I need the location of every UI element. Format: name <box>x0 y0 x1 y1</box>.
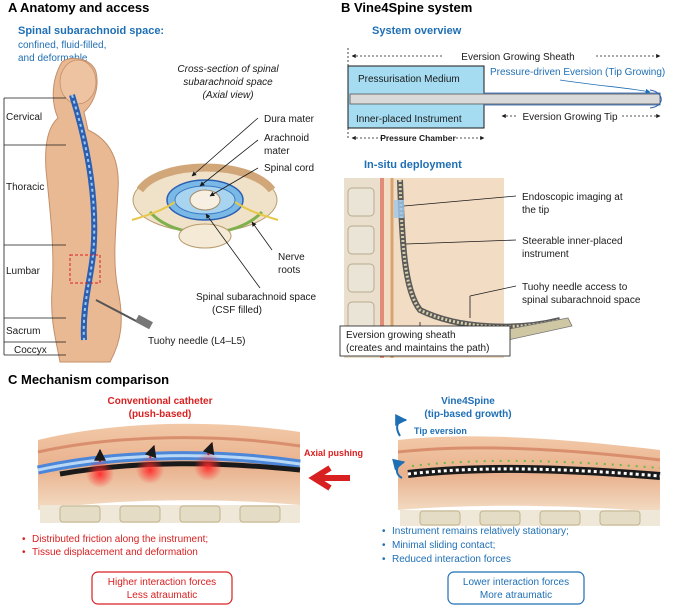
dura-label: Dura mater <box>264 114 315 125</box>
instrument-label: Inner-placed Instrument <box>356 114 462 125</box>
conv-bullet-2: Tissue displacement and deformation <box>32 547 198 558</box>
axial-push-arrow <box>308 465 350 491</box>
vine-heading-2: (tip-based growth) <box>424 409 511 420</box>
conventional-illustration <box>37 423 301 523</box>
region-labels: Cervical Thoracic Lumbar Sacrum Coccyx <box>3 97 66 356</box>
overview-heading: System overview <box>372 25 462 37</box>
sas-label-1: Spinal subarachnoid space <box>196 292 317 303</box>
needle-label: Tuohy needle (L4–L5) <box>148 336 245 347</box>
svg-text:•: • <box>382 540 386 551</box>
eversion-label: Pressure-driven Eversion (Tip Growing) <box>490 67 665 78</box>
chamber-label: Pressure Chamber <box>380 133 456 143</box>
conv-heading-1: Conventional catheter <box>107 396 212 407</box>
conv-heading-2: (push-based) <box>129 409 192 420</box>
conv-box-2: Less atraumatic <box>127 590 198 601</box>
space-desc-2: and deformable <box>18 53 88 64</box>
nerve-label-1: Nerve <box>278 252 305 263</box>
cross-section-leaders <box>191 117 273 289</box>
tuohy-needle-illustration <box>95 299 153 330</box>
cross-section-illustration <box>131 163 279 249</box>
arachnoid-label-2: mater <box>264 146 290 157</box>
steer-label-2: instrument <box>522 249 569 260</box>
lumbar-highlight <box>69 254 101 284</box>
xsec-title-3: (Axial view) <box>202 90 253 101</box>
panel-c-title: C Mechanism comparison <box>8 372 169 387</box>
space-heading: Spinal subarachnoid space: <box>18 25 164 37</box>
vine-summary-box <box>447 571 585 605</box>
sheath-label: Eversion Growing Sheath <box>461 52 574 63</box>
tuohy-label-2: spinal subarachnoid space <box>522 295 641 306</box>
sheath-callout-box <box>339 325 511 357</box>
tip-label: Eversion Growing Tip <box>522 112 617 123</box>
xsec-title-1: Cross-section of spinal <box>177 64 279 75</box>
vine-box-2: More atraumatic <box>480 590 552 601</box>
vine-heading-1: Vine4Spine <box>441 396 495 407</box>
svg-text:•: • <box>382 526 386 537</box>
arachnoid-label-1: Arachnoid <box>264 133 309 144</box>
pressure-chamber <box>347 65 662 129</box>
svg-text:•: • <box>22 534 26 545</box>
space-desc-1: confined, fluid-filled, <box>18 40 106 51</box>
vine-bullet-1: Instrument remains relatively stationary… <box>392 526 569 537</box>
conv-box-1: Higher interaction forces <box>108 577 216 588</box>
region-coccyx: Coccyx <box>14 345 47 356</box>
tip-eversion-label: Tip eversion <box>414 426 467 436</box>
panel-b-title: B Vine4Spine system <box>341 0 472 15</box>
svg-text:•: • <box>382 554 386 565</box>
vine-bullet-3: Reduced interaction forces <box>392 554 511 565</box>
vine-bullets: • Instrument remains relatively stationa… <box>382 526 569 565</box>
insitu-heading: In-situ deployment <box>364 159 462 171</box>
sas-label-2: (CSF filled) <box>212 305 262 316</box>
body-illustration <box>45 57 122 363</box>
imaging-label-1: Endoscopic imaging at <box>522 192 623 203</box>
region-cervical: Cervical <box>6 112 42 123</box>
region-sacrum: Sacrum <box>6 326 40 337</box>
tuohy-label-1: Tuohy needle access to <box>522 282 628 293</box>
region-thoracic: Thoracic <box>6 182 44 193</box>
imaging-label-2: the tip <box>522 205 550 216</box>
vine-box-1: Lower interaction forces <box>463 577 569 588</box>
svg-text:•: • <box>22 547 26 558</box>
conv-bullets: • Distributed friction along the instrum… <box>22 534 208 558</box>
conv-bullet-1: Distributed friction along the instrumen… <box>32 534 208 545</box>
vine-bullet-2: Minimal sliding contact; <box>392 540 495 551</box>
conv-summary-box <box>91 571 233 605</box>
panel-a-title: A Anatomy and access <box>8 0 149 15</box>
medium-label: Pressurisation Medium <box>358 74 460 85</box>
sheath-box-1: Eversion growing sheath <box>346 330 456 341</box>
region-lumbar: Lumbar <box>6 266 41 277</box>
axial-label: Axial pushing <box>304 448 363 458</box>
xsec-title-2: subarachnoid space <box>183 77 273 88</box>
cord-label: Spinal cord <box>264 163 314 174</box>
steer-label-1: Steerable inner-placed <box>522 236 623 247</box>
sheath-box-2: (creates and maintains the path) <box>346 343 489 354</box>
vine-illustration <box>392 414 661 526</box>
nerve-label-2: roots <box>278 265 300 276</box>
